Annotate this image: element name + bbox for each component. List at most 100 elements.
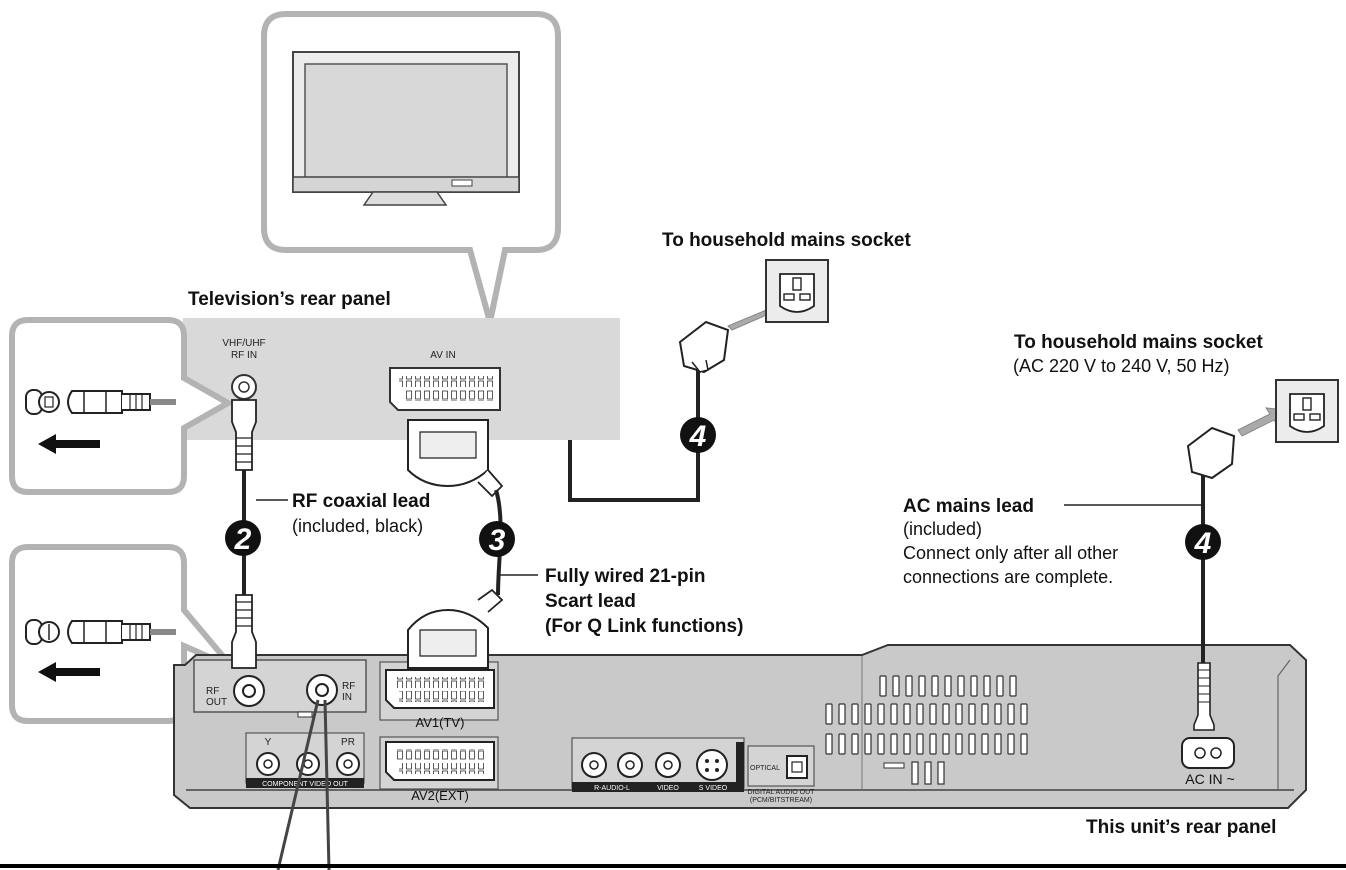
scart-lead-label: Scart lead — [545, 591, 636, 612]
step-4-badge: 4 — [1185, 524, 1221, 560]
tv-power-lead — [568, 297, 797, 502]
vent-slot — [929, 703, 937, 725]
component-pr-label: PR — [341, 737, 355, 748]
step-number: 2 — [234, 523, 252, 556]
vent-slot — [890, 733, 898, 755]
vent-slot — [838, 703, 846, 725]
vent-slot — [968, 733, 976, 755]
vent-slot — [981, 703, 989, 725]
rf-in-label: RF — [342, 681, 355, 692]
ac-in-port[interactable] — [1181, 737, 1235, 769]
vent-slot — [1007, 703, 1015, 725]
ac-in-label: AC IN ~ — [1185, 771, 1234, 787]
vent-slot — [825, 733, 833, 755]
vent-slot — [864, 733, 872, 755]
tv-vhf-uhf-label: VHF/UHF — [222, 338, 265, 349]
audio-video-ports[interactable] — [581, 749, 728, 781]
vent-slot — [968, 703, 976, 725]
tv-av-in-scart-port[interactable] — [389, 367, 501, 411]
unit-rear-panel-label: This unit’s rear panel — [1086, 817, 1276, 838]
av1-label: AV1(TV) — [416, 715, 465, 730]
ac-lead-label: AC mains lead — [903, 496, 1034, 517]
av1-scart-port[interactable] — [385, 669, 495, 709]
ac-mains-lead — [1064, 407, 1291, 731]
component-video-ports[interactable] — [256, 752, 360, 776]
rf-in-port[interactable] — [306, 674, 338, 706]
vent-slot — [942, 733, 950, 755]
vent-slot — [877, 703, 885, 725]
vent-slot — [903, 733, 911, 755]
vent-slot — [994, 733, 1002, 755]
mains-socket-label: To household mains socket — [1014, 332, 1263, 353]
rf-coaxial-lead — [231, 399, 288, 669]
scart-lead-label: Fully wired 21-pin — [545, 566, 705, 587]
ventilation-grille — [825, 675, 1028, 785]
scart-lead — [407, 419, 538, 669]
av2-label: AV2(EXT) — [411, 788, 469, 803]
vent-slot — [892, 675, 900, 697]
vent-slot — [955, 733, 963, 755]
vent-slot — [825, 703, 833, 725]
rf-out-port[interactable] — [233, 675, 265, 707]
vent-slot — [957, 675, 965, 697]
vent-slot — [955, 703, 963, 725]
unit-rear-panel: RF OUT RF IN Y PR COMPONENT VIDEO OUT — [173, 644, 1307, 809]
vent-slot — [942, 703, 950, 725]
arrow-left-icon — [38, 434, 100, 454]
panel-marker — [883, 762, 905, 769]
antenna-lead — [276, 699, 331, 870]
av2-scart-port[interactable] — [385, 741, 495, 781]
step-4-badge: 4 — [680, 417, 716, 453]
tv-rf-in-label: RF IN — [231, 350, 257, 361]
vent-slot — [918, 675, 926, 697]
vent-slot — [924, 761, 932, 785]
rf-plug-icon — [67, 390, 176, 414]
component-y-label: Y — [265, 737, 272, 748]
component-video-out-label: COMPONENT VIDEO OUT — [262, 781, 349, 788]
mains-plug-icon — [678, 320, 730, 374]
tv-callout — [261, 11, 561, 323]
step-3-badge: 3 — [479, 521, 515, 557]
scart-lead-label: (For Q Link functions) — [545, 616, 743, 637]
arrow-left-icon — [38, 662, 100, 682]
vent-slot — [877, 733, 885, 755]
rf-out-label: OUT — [206, 697, 227, 708]
vent-slot — [903, 703, 911, 725]
television-icon — [292, 51, 520, 206]
video-label: VIDEO — [657, 785, 679, 792]
step-number: 4 — [1194, 527, 1212, 560]
vent-slot — [929, 733, 937, 755]
step-number: 4 — [689, 420, 707, 453]
vent-slot — [851, 733, 859, 755]
rf-plug-icon — [67, 620, 176, 644]
vent-slot — [838, 733, 846, 755]
vent-slot — [890, 703, 898, 725]
tv-rf-in-port[interactable] — [231, 374, 257, 400]
audio-label: R-AUDIO-L — [594, 785, 630, 792]
vent-slot — [970, 675, 978, 697]
wall-socket-icon — [1275, 379, 1339, 443]
rf-out-label: RF — [206, 686, 219, 697]
mains-plug-icon — [1186, 426, 1236, 480]
tv-rear-panel-label: Television’s rear panel — [188, 289, 391, 310]
vent-slot — [937, 761, 945, 785]
optical-port[interactable] — [786, 755, 808, 779]
svideo-label: S VIDEO — [699, 785, 728, 792]
digital-audio-out-label: DIGITAL AUDIO OUT — [748, 789, 816, 796]
vent-slot — [981, 733, 989, 755]
tv-av-in-label: AV IN — [430, 350, 455, 361]
vent-slot — [864, 703, 872, 725]
vent-slot — [1020, 703, 1028, 725]
digital-audio-out-label: (PCM/BITSTREAM) — [750, 797, 812, 804]
vent-slot — [1009, 675, 1017, 697]
vent-slot — [916, 703, 924, 725]
vent-slot — [1020, 733, 1028, 755]
vent-slot — [879, 675, 887, 697]
vent-slot — [851, 703, 859, 725]
socket-icon — [25, 619, 60, 645]
optical-label: OPTICAL — [750, 765, 780, 772]
vent-slot — [905, 675, 913, 697]
vent-slot — [1007, 733, 1015, 755]
ac-connect-note: Connect only after all other — [903, 543, 1118, 563]
